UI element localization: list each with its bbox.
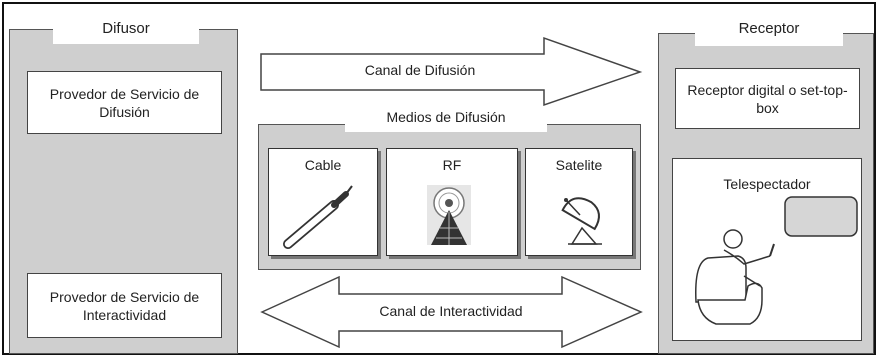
diagram-border — [2, 2, 876, 355]
viewer-in-armchair-icon — [695, 229, 775, 325]
receptor-title: Receptor — [695, 16, 843, 46]
medio-cable-label: Cable — [304, 157, 342, 173]
canal-difusion-label: Canal de Difusión — [364, 62, 476, 78]
cable-icon — [283, 185, 353, 249]
canal-interactividad-label: Canal de Interactividad — [379, 303, 523, 319]
difusor-title: Difusor — [53, 16, 199, 44]
servicio-interactividad-box: Provedor de Servicio de Interactividad — [27, 273, 222, 338]
medio-cable: Cable — [268, 148, 378, 256]
canal-difusion-arrow — [260, 36, 643, 107]
medios-title: Medios de Difusión — [345, 102, 547, 132]
medio-rf-label: RF — [442, 157, 462, 173]
telespectador-label: Telespectador — [723, 176, 811, 192]
servicio-interactividad-label: Provedor de Servicio de Interactividad — [49, 288, 200, 323]
servicio-difusion-box: Provedor de Servicio de Difusión — [27, 71, 222, 134]
antenna-tower-icon — [427, 185, 471, 245]
tv-screen-icon — [784, 196, 858, 237]
satellite-dish-icon — [561, 197, 602, 245]
medio-satelite-label: Satelite — [555, 157, 603, 173]
receptor-digital-label: Receptor digital o set-top-box — [687, 81, 848, 116]
canal-interactividad-arrow — [260, 275, 643, 349]
servicio-difusion-label: Provedor de Servicio de Difusión — [49, 85, 200, 120]
receptor-digital-box: Receptor digital o set-top-box — [675, 68, 860, 129]
